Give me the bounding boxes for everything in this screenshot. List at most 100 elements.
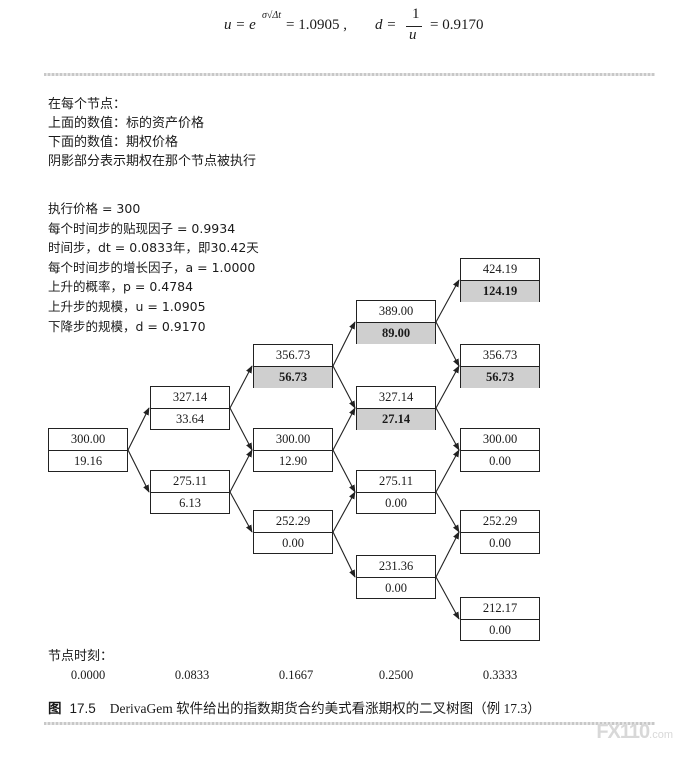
node-asset-price: 327.14 bbox=[151, 387, 229, 409]
time-tick: 0.0000 bbox=[70, 668, 106, 682]
top-divider bbox=[44, 73, 655, 76]
watermark-suffix: .com bbox=[649, 729, 673, 741]
node-asset-price: 275.11 bbox=[357, 471, 435, 493]
legend: 在每个节点： 上面的数值：标的资产价格 下面的数值：期权价格 阴影部分表示期权在… bbox=[48, 95, 256, 171]
watermark-brand: FX110 bbox=[596, 721, 650, 743]
legend-line: 阴影部分表示期权在那个节点被执行 bbox=[48, 154, 257, 169]
tree-edge-arrow bbox=[435, 321, 460, 367]
time-tick: 0.2500 bbox=[378, 668, 414, 682]
tree-node: 252.29 0.00 bbox=[253, 510, 333, 554]
watermark-logo: FX110.com bbox=[596, 721, 673, 744]
legend-line: 上面的数值：标的资产价格 bbox=[48, 116, 205, 131]
tree-edge-arrow bbox=[435, 407, 460, 451]
node-asset-price: 389.00 bbox=[357, 301, 435, 323]
tree-edge-arrow bbox=[229, 407, 253, 451]
node-option-price-exercised: 89.00 bbox=[357, 323, 435, 344]
formula: u = e σ√Δt = 1.0905 , d = 1 u = 0.9170 bbox=[200, 6, 520, 48]
node-asset-price: 252.29 bbox=[254, 511, 332, 533]
tree-edge-arrow bbox=[332, 321, 356, 367]
tree-edge-arrow bbox=[127, 449, 150, 493]
fraction-bar bbox=[406, 26, 422, 27]
tree-node: 275.11 6.13 bbox=[150, 470, 230, 514]
node-asset-price: 252.29 bbox=[461, 511, 539, 533]
legend-line: 下面的数值：期权价格 bbox=[48, 135, 179, 150]
time-axis-label: 节点时刻： bbox=[48, 649, 114, 664]
tree-node: 231.36 0.00 bbox=[356, 555, 436, 599]
node-asset-price: 356.73 bbox=[254, 345, 332, 367]
tree-node: 300.00 0.00 bbox=[460, 428, 540, 472]
param-down: 下降步的规模，d = 0.9170 bbox=[48, 318, 206, 334]
formula-u-exponent: σ√Δt bbox=[262, 10, 282, 21]
node-asset-price: 275.11 bbox=[151, 471, 229, 493]
param-discount: 每个时间步的贴现因子 = 0.9934 bbox=[48, 220, 236, 236]
node-option-price: 33.64 bbox=[175, 412, 205, 426]
tree-edge-arrow bbox=[229, 491, 253, 533]
node-option-price: 0.00 bbox=[385, 581, 407, 595]
formula-u-lhs: u = e bbox=[224, 17, 256, 33]
node-asset-price: 424.19 bbox=[461, 259, 539, 281]
tree-node: 252.29 0.00 bbox=[460, 510, 540, 554]
param-prob: 上升的概率，p = 0.4784 bbox=[48, 279, 194, 295]
node-asset-price: 300.00 bbox=[49, 429, 127, 451]
param-dt: 时间步，dt = 0.0833年，即30.42天 bbox=[48, 240, 259, 256]
tree-edge-arrow bbox=[435, 576, 460, 620]
tree-edge-arrow bbox=[332, 491, 356, 533]
tree-edge-arrow bbox=[332, 449, 356, 493]
tree-edge-arrow bbox=[435, 449, 460, 493]
formula-d-numerator: 1 bbox=[412, 6, 420, 22]
node-asset-price: 231.36 bbox=[357, 556, 435, 578]
node-option-price-exercised: 124.19 bbox=[461, 281, 539, 302]
node-option-price-exercised: 56.73 bbox=[254, 367, 332, 388]
node-asset-price: 300.00 bbox=[254, 429, 332, 451]
tree-node: 327.14 33.64 bbox=[150, 386, 230, 430]
time-tick: 0.0833 bbox=[174, 668, 210, 682]
node-option-price: 0.00 bbox=[282, 536, 304, 550]
tree-edge-arrow bbox=[229, 365, 253, 409]
formula-u-rhs: = 1.0905 , bbox=[286, 17, 347, 33]
tree-edge-arrow bbox=[332, 365, 356, 409]
figure-number: 17.5 bbox=[69, 701, 96, 716]
time-tick: 0.1667 bbox=[278, 668, 314, 682]
tree-edge-arrow bbox=[435, 531, 460, 578]
node-option-price: 6.13 bbox=[179, 496, 201, 510]
parameters: 执行价格 = 300 每个时间步的贴现因子 = 0.9934 时间步，dt = … bbox=[48, 199, 259, 336]
tree-node: 212.17 0.00 bbox=[460, 597, 540, 641]
figure-caption: 图 17.5 DerivaGem 软件给出的指数期货合约美式看涨期权的二叉树图（例 … bbox=[48, 697, 541, 717]
node-option-price-exercised: 27.14 bbox=[357, 409, 435, 430]
node-option-price: 0.00 bbox=[489, 454, 511, 468]
node-option-price: 19.16 bbox=[73, 454, 103, 468]
tree-edge-arrow bbox=[435, 491, 460, 533]
node-option-price-exercised: 56.73 bbox=[461, 367, 539, 388]
param-strike: 执行价格 = 300 bbox=[48, 201, 141, 216]
formula-d-rhs: = 0.9170 bbox=[430, 17, 484, 33]
tree-edge-arrow bbox=[127, 407, 150, 451]
tree-edge-arrow bbox=[332, 407, 356, 451]
node-asset-price: 327.14 bbox=[357, 387, 435, 409]
node-asset-price: 356.73 bbox=[461, 345, 539, 367]
formula-d-lhs: d = bbox=[375, 17, 397, 33]
legend-line: 在每个节点： bbox=[48, 97, 127, 112]
bottom-divider bbox=[44, 722, 655, 725]
tree-node: 275.11 0.00 bbox=[356, 470, 436, 514]
tree-edge-arrow bbox=[332, 531, 356, 578]
node-asset-price: 300.00 bbox=[461, 429, 539, 451]
tree-edge-arrow bbox=[435, 365, 460, 409]
caption-text: DerivaGem 软件给出的指数期货合约美式看涨期权的二叉树图（例 17.3） bbox=[109, 701, 541, 716]
node-option-price: 12.90 bbox=[278, 454, 308, 468]
param-growth: 每个时间步的增长因子，a = 1.0000 bbox=[48, 259, 256, 275]
node-asset-price: 212.17 bbox=[461, 598, 539, 620]
figure-label: 图 bbox=[48, 701, 62, 717]
node-option-price: 0.00 bbox=[489, 536, 511, 550]
tree-node: 300.00 19.16 bbox=[48, 428, 128, 472]
formula-d-denominator: u bbox=[409, 27, 417, 43]
tree-node: 300.00 12.90 bbox=[253, 428, 333, 472]
tree-edge-arrow bbox=[229, 449, 253, 493]
time-tick: 0.3333 bbox=[482, 668, 518, 682]
node-option-price: 0.00 bbox=[385, 496, 407, 510]
node-option-price: 0.00 bbox=[489, 623, 511, 637]
